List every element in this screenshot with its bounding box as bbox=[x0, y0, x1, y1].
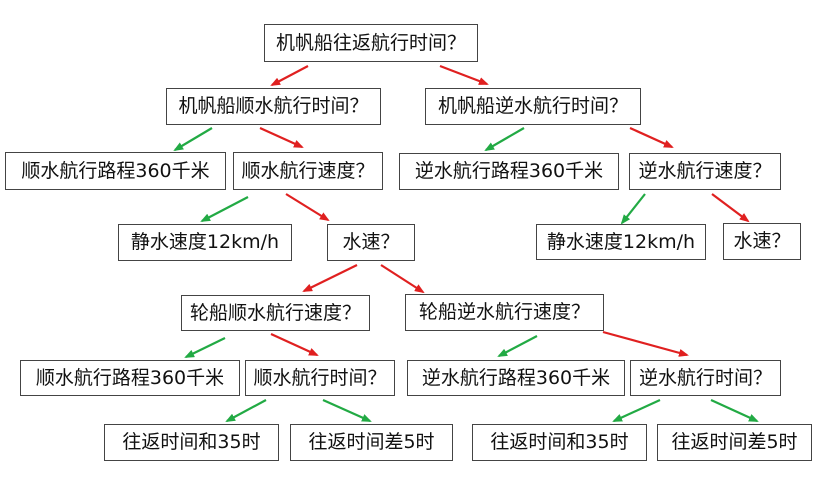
node-still-speed-a: 静水速度12km/h bbox=[118, 224, 292, 261]
arrow-ship-up-to-time bbox=[602, 330, 689, 357]
arrow-ship-down-to-time bbox=[270, 332, 319, 357]
arrow-ship-up-time-to-sum bbox=[612, 398, 661, 423]
arrow-ship-up-to-dist bbox=[497, 335, 538, 357]
node-up-time: 机帆船逆水航行时间？ bbox=[425, 88, 641, 125]
node-water-speed-a: 水速？ bbox=[327, 224, 415, 261]
node-diff-a: 往返时间差5时 bbox=[290, 424, 453, 461]
node-up-dist: 逆水航行路程360千米 bbox=[399, 153, 619, 190]
arrow-down-speed-to-still bbox=[200, 196, 249, 222]
node-ship-up-time: 逆水航行时间？ bbox=[630, 360, 781, 396]
node-water-speed-b: 水速？ bbox=[723, 223, 801, 260]
node-sum-a: 往返时间和35时 bbox=[104, 424, 279, 461]
node-up-speed: 逆水航行速度？ bbox=[629, 153, 781, 190]
arrow-up-speed-to-water bbox=[711, 193, 750, 223]
node-ship-down-dist: 顺水航行路程360千米 bbox=[20, 360, 240, 396]
node-still-speed-b: 静水速度12km/h bbox=[536, 224, 706, 260]
arrow-up-time-to-speed bbox=[629, 126, 674, 149]
node-ship-down-time: 顺水航行时间？ bbox=[245, 360, 395, 396]
arrow-ship-up-time-to-diff bbox=[710, 398, 759, 423]
node-down-time: 机帆船顺水航行时间？ bbox=[166, 88, 381, 125]
arrow-down-speed-to-water bbox=[285, 193, 330, 222]
arrow-up-time-to-dist bbox=[484, 127, 525, 152]
arrow-ship-down-time-to-diff bbox=[322, 398, 372, 423]
arrow-water-to-ship-down bbox=[302, 264, 358, 292]
arrow-ship-down-time-to-sum bbox=[225, 399, 267, 422]
node-down-speed: 顺水航行速度？ bbox=[233, 152, 383, 190]
node-ship-up-dist: 逆水航行路程360千米 bbox=[407, 360, 625, 396]
node-root: 机帆船往返航行时间？ bbox=[264, 24, 478, 62]
arrow-down-time-to-dist bbox=[173, 127, 213, 152]
node-sum-b: 往返时间和35时 bbox=[472, 424, 647, 461]
arrow-root-to-up-time bbox=[439, 64, 489, 86]
node-ship-up-speed: 轮船逆水航行速度？ bbox=[405, 294, 604, 331]
node-down-dist: 顺水航行路程360千米 bbox=[5, 152, 226, 190]
node-diff-b: 往返时间差5时 bbox=[657, 424, 812, 461]
arrow-water-to-ship-up bbox=[380, 264, 425, 294]
arrow-up-speed-to-still bbox=[620, 193, 646, 225]
arrow-down-time-to-speed bbox=[259, 126, 304, 149]
arrow-root-to-down-time bbox=[270, 65, 309, 86]
node-ship-down-speed: 轮船顺水航行速度？ bbox=[181, 295, 370, 331]
arrow-ship-down-to-dist bbox=[184, 337, 226, 358]
